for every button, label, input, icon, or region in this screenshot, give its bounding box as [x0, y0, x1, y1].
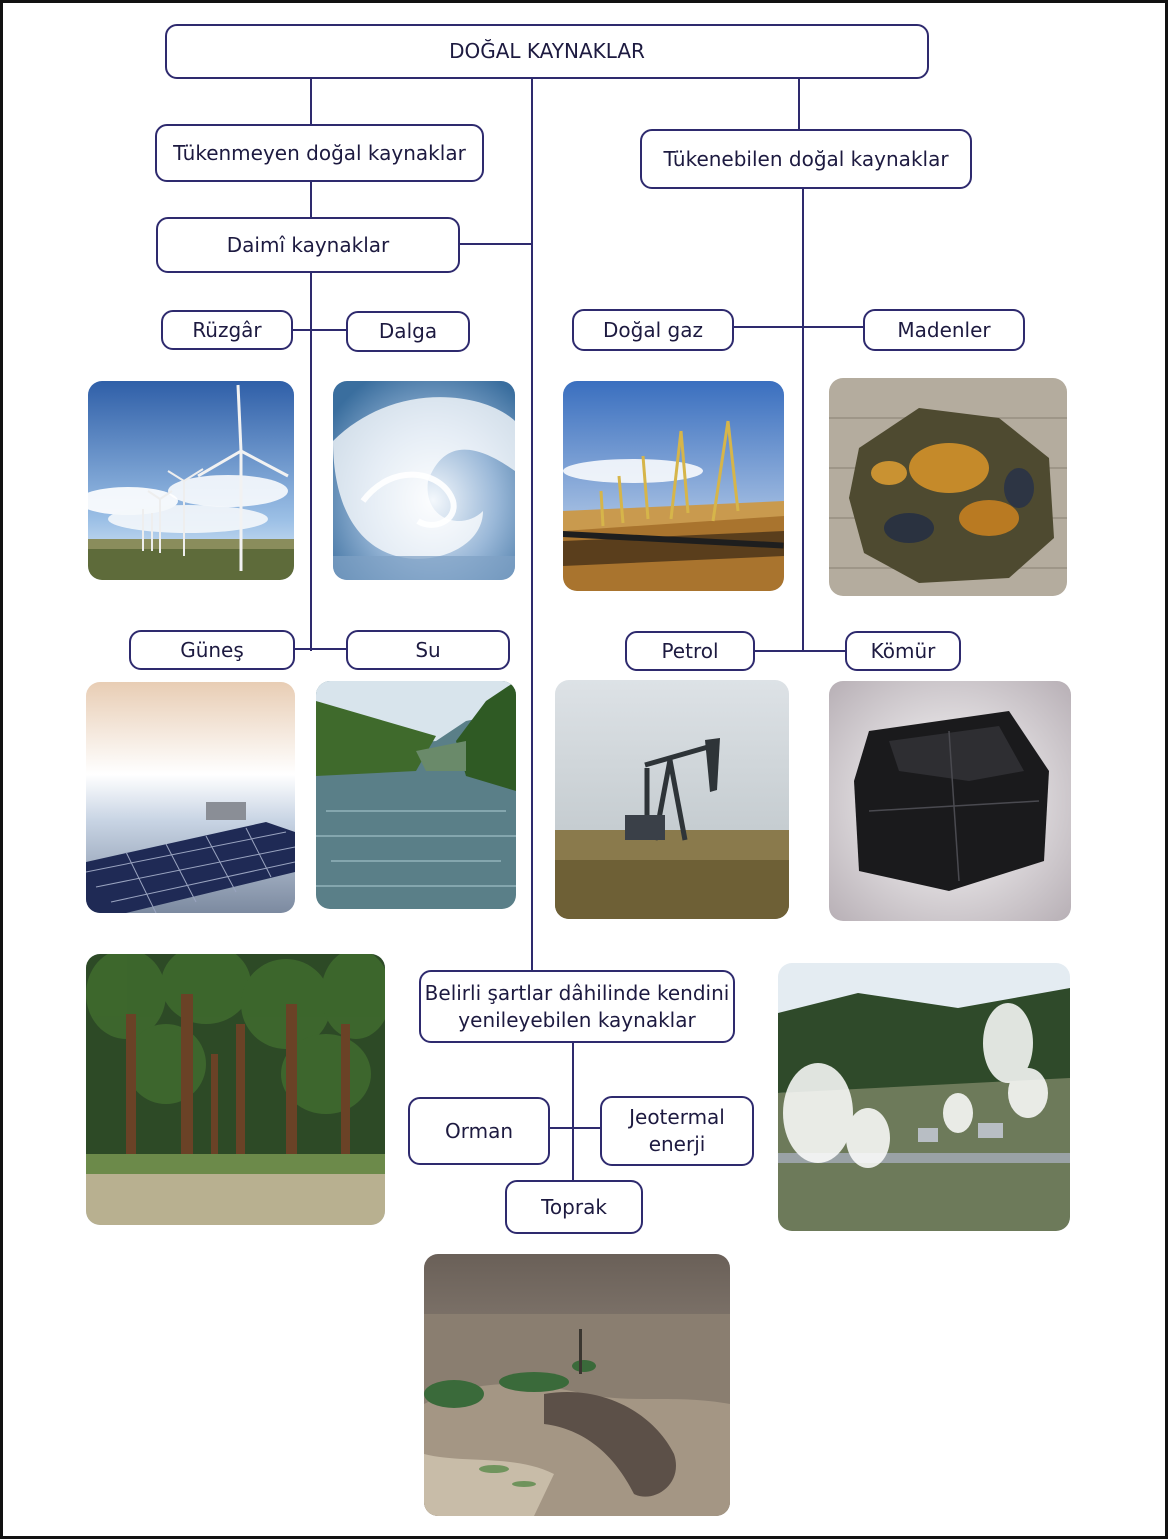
water-photo	[316, 681, 516, 909]
water-label: Su	[415, 637, 441, 662]
oil-label: Petrol	[661, 638, 719, 663]
wave-label: Dalga	[378, 319, 438, 343]
renewable-label: Tükenmeyen doğal kaynaklar	[173, 140, 466, 165]
root-title-box: DOĞAL KAYNAKLAR	[165, 24, 929, 79]
natural-gas-box: Doğal gaz	[572, 309, 734, 351]
minerals-photo	[829, 378, 1067, 596]
sun-label: Güneş	[180, 637, 244, 662]
wind-label: Rüzgâr	[192, 317, 262, 342]
natural-gas-label: Doğal gaz	[603, 317, 703, 342]
nonrenewable-box: Tükenebilen doğal kaynaklar	[640, 129, 972, 189]
wind-box: Rüzgâr	[161, 310, 293, 350]
sun-box: Güneş	[129, 630, 295, 670]
natural-gas-photo	[563, 381, 784, 591]
wave-photo	[333, 381, 515, 580]
solar-photo	[86, 682, 295, 913]
geothermal-label-line2: enerji	[648, 1132, 706, 1156]
forest-label: Orman	[444, 1118, 514, 1143]
coal-box: Kömür	[845, 631, 961, 671]
oil-pump-photo	[555, 680, 789, 919]
nonrenewable-label: Tükenebilen doğal kaynaklar	[663, 146, 949, 171]
permanent-box: Daimî kaynaklar	[156, 217, 460, 273]
oil-box: Petrol	[625, 631, 755, 671]
renewable-box: Tükenmeyen doğal kaynaklar	[155, 124, 484, 182]
conditional-box: Belirli şartlar dâhilinde kendini yenile…	[419, 970, 735, 1043]
forest-box: Orman	[408, 1097, 550, 1165]
forest-photo	[86, 954, 385, 1225]
soil-box: Toprak	[505, 1180, 643, 1234]
permanent-label: Daimî kaynaklar	[226, 232, 390, 257]
root-title: DOĞAL KAYNAKLAR	[449, 39, 645, 63]
conditional-label-line2: yenileyebilen kaynaklar	[458, 1007, 696, 1032]
coal-label: Kömür	[870, 638, 936, 663]
minerals-box: Madenler	[863, 309, 1025, 351]
soil-label: Toprak	[541, 1194, 607, 1219]
soil-photo	[424, 1254, 730, 1516]
minerals-label: Madenler	[897, 317, 991, 342]
wind-turbine-photo	[88, 381, 294, 580]
coal-photo	[829, 681, 1071, 921]
geothermal-box: Jeotermal enerji	[600, 1096, 754, 1166]
connector-lines	[293, 79, 863, 1180]
conditional-label-line1: Belirli şartlar dâhilinde kendini	[424, 980, 730, 1005]
wave-box: Dalga	[346, 311, 470, 352]
water-box: Su	[346, 630, 510, 670]
geothermal-photo	[778, 963, 1070, 1231]
geothermal-label-line1: Jeotermal	[629, 1105, 725, 1129]
